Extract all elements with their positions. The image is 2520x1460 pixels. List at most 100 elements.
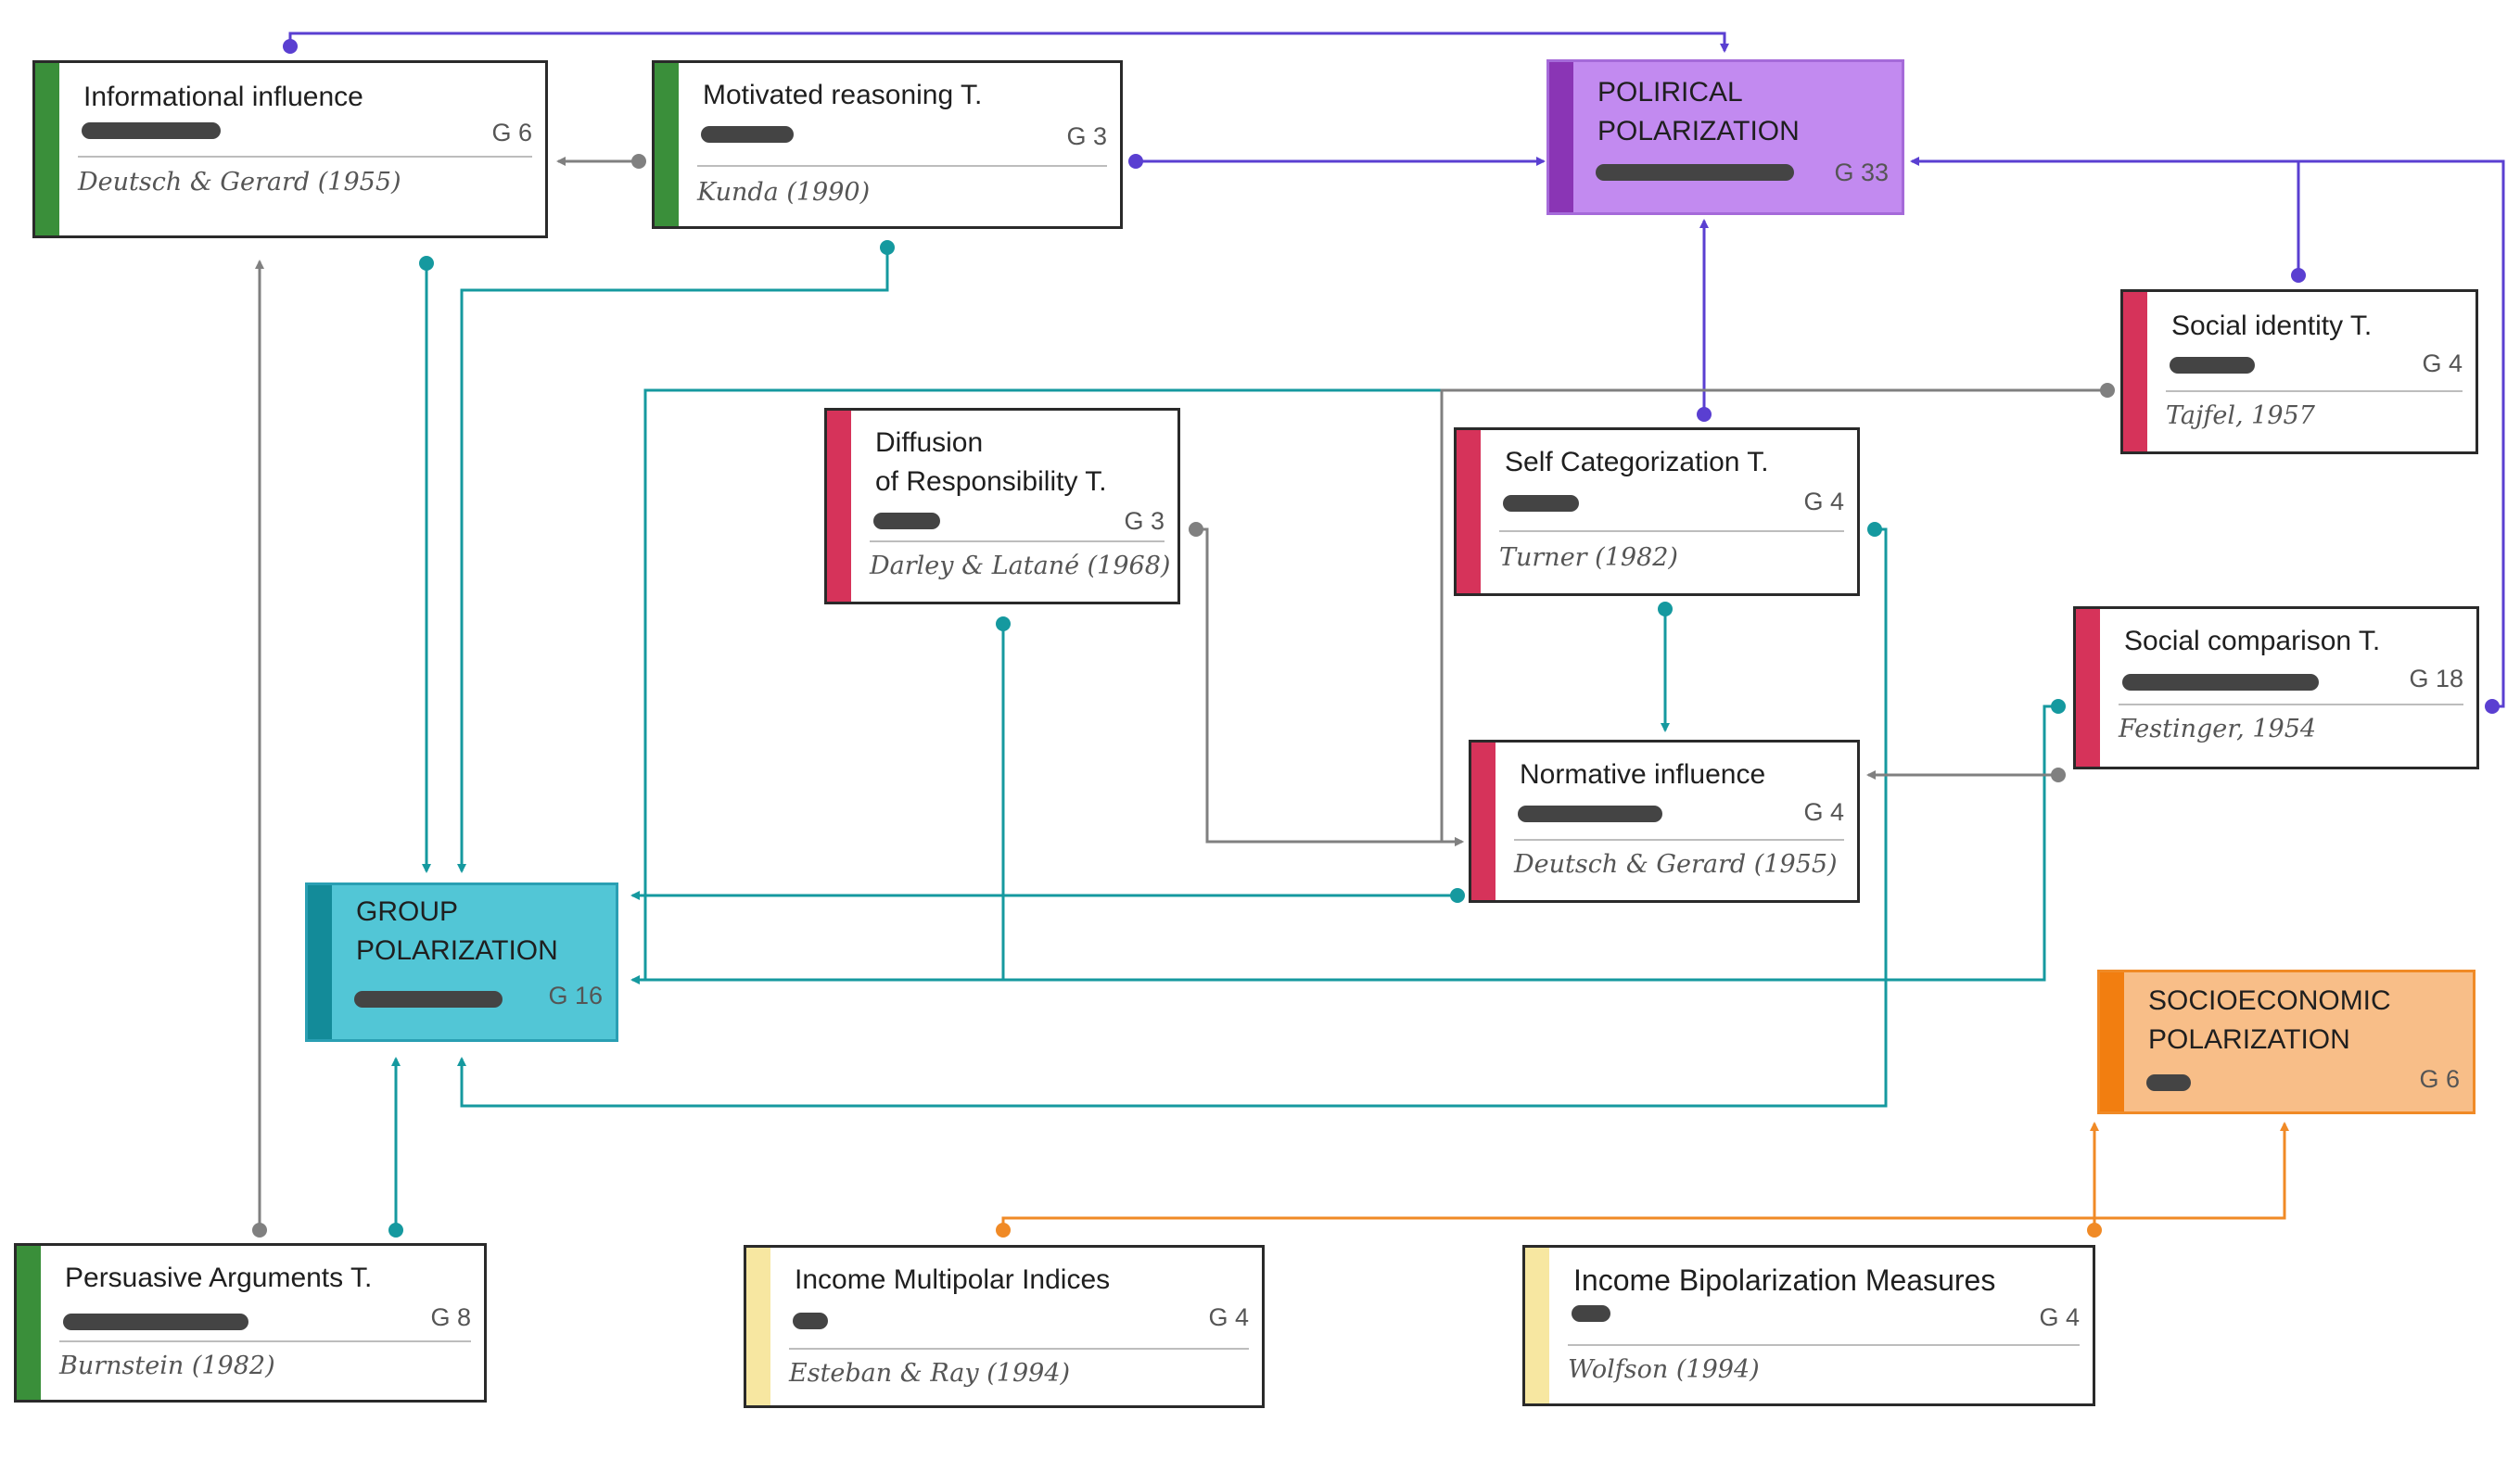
node-citation: Kunda (1990) xyxy=(697,178,871,207)
node-divider xyxy=(2166,390,2463,392)
node-citation: Deutsch & Gerard (1955) xyxy=(1514,850,1838,879)
node-count: G 33 xyxy=(1834,159,1889,186)
node-count: G 6 xyxy=(491,119,532,146)
node-citation: Wolfson (1994) xyxy=(1568,1355,1760,1384)
node-divider xyxy=(2119,704,2463,705)
weight-bar xyxy=(1596,164,1794,181)
node-socioeconomic-polarization[interactable]: SOCIOECONOMIC POLARIZATION G 6 xyxy=(2097,970,2475,1114)
node-divider xyxy=(697,165,1107,167)
node-citation: Esteban & Ray (1994) xyxy=(789,1359,1071,1388)
node-accent xyxy=(1549,62,1573,212)
link-dot xyxy=(1867,522,1882,537)
node-title: Motivated reasoning T. xyxy=(703,80,983,110)
weight-bar xyxy=(873,513,940,529)
node-accent xyxy=(35,63,59,235)
weight-bar xyxy=(63,1314,248,1330)
link-dot xyxy=(1658,602,1673,616)
node-count: G 3 xyxy=(1066,122,1107,150)
node-count: G 4 xyxy=(2422,349,2463,377)
weight-bar xyxy=(2122,674,2319,691)
weight-bar xyxy=(701,126,794,143)
link-dot xyxy=(419,256,434,271)
node-persuasive-arguments[interactable]: Persuasive Arguments T. G 8 Burnstein (1… xyxy=(14,1243,487,1403)
node-title: GROUP POLARIZATION xyxy=(356,896,558,966)
node-political-polarization[interactable]: POLIRICAL POLARIZATION G 33 xyxy=(1546,59,1904,215)
node-citation: Turner (1982) xyxy=(1499,543,1678,572)
link-dot xyxy=(2051,768,2066,782)
link-socialidentity-to-group xyxy=(630,388,1442,984)
node-accent xyxy=(2076,609,2100,767)
node-title: Self Categorization T. xyxy=(1505,447,1769,477)
node-title: Diffusion of Responsibility T. xyxy=(875,427,1107,497)
node-divider xyxy=(1514,839,1844,841)
link-dot xyxy=(2087,1223,2102,1238)
weight-bar xyxy=(1518,806,1662,822)
node-title: Normative influence xyxy=(1520,759,1766,790)
weight-bar xyxy=(793,1313,828,1329)
link-dot xyxy=(1189,522,1203,537)
weight-bar xyxy=(354,991,503,1008)
node-title: Social comparison T. xyxy=(2124,626,2381,656)
node-accent xyxy=(2100,972,2124,1111)
node-count: G 4 xyxy=(1803,798,1844,826)
node-title: POLIRICAL POLARIZATION xyxy=(1597,77,1800,146)
node-count: G 8 xyxy=(430,1303,471,1331)
node-group-polarization[interactable]: GROUP POLARIZATION G 16 xyxy=(305,882,618,1042)
link-dot xyxy=(252,1223,267,1238)
node-informational-influence[interactable]: Informational influence G 6 Deutsch & Ge… xyxy=(32,60,548,238)
node-divider xyxy=(78,156,532,158)
node-citation: Tajfel, 1957 xyxy=(2166,401,2315,430)
node-count: G 16 xyxy=(548,982,603,1009)
link-dot xyxy=(996,1223,1011,1238)
weight-bar xyxy=(2146,1074,2191,1091)
node-title: Persuasive Arguments T. xyxy=(65,1263,373,1293)
node-self-categorization[interactable]: Self Categorization T. G 4 Turner (1982) xyxy=(1454,427,1860,596)
node-count: G 18 xyxy=(2409,665,2463,692)
link-dot xyxy=(283,39,298,54)
node-divider xyxy=(59,1340,471,1342)
link-dot xyxy=(1450,888,1465,903)
node-accent xyxy=(2123,292,2147,451)
link-informational-to-political xyxy=(288,32,1729,53)
node-title: Informational influence xyxy=(83,82,363,112)
node-accent xyxy=(17,1246,41,1400)
node-normative-influence[interactable]: Normative influence G 4 Deutsch & Gerard… xyxy=(1469,740,1860,903)
node-divider xyxy=(870,540,1165,542)
node-citation: Festinger, 1954 xyxy=(2119,715,2317,743)
node-accent xyxy=(308,885,332,1039)
node-count: G 3 xyxy=(1124,507,1165,535)
link-dot xyxy=(631,154,646,169)
link-dot xyxy=(1697,407,1712,422)
weight-bar xyxy=(1503,495,1579,512)
node-income-bipolarization[interactable]: Income Bipolarization Measures G 4 Wolfs… xyxy=(1522,1245,2095,1406)
node-social-comparison[interactable]: Social comparison T. G 18 Festinger, 195… xyxy=(2073,606,2479,769)
node-accent xyxy=(1471,743,1495,900)
node-accent xyxy=(1457,430,1481,593)
node-accent xyxy=(746,1248,770,1405)
node-accent xyxy=(827,411,851,602)
node-accent xyxy=(655,63,679,226)
node-citation: Darley & Latané (1968) xyxy=(870,552,1171,580)
node-social-identity[interactable]: Social identity T. G 4 Tajfel, 1957 xyxy=(2120,289,2478,454)
node-motivated-reasoning[interactable]: Motivated reasoning T. G 3 Kunda (1990) xyxy=(652,60,1123,229)
node-income-multipolar[interactable]: Income Multipolar Indices G 4 Esteban & … xyxy=(744,1245,1265,1408)
link-dot xyxy=(1128,154,1143,169)
node-count: G 6 xyxy=(2419,1065,2460,1093)
node-diffusion-responsibility[interactable]: Diffusion of Responsibility T. G 3 Darle… xyxy=(824,408,1180,604)
link-multipolar-to-socioeconomic xyxy=(1001,1122,2289,1230)
node-title: Social identity T. xyxy=(2171,311,2373,341)
node-title: Income Multipolar Indices xyxy=(795,1264,1111,1295)
weight-bar xyxy=(82,122,221,139)
link-dot xyxy=(2051,699,2066,714)
weight-bar xyxy=(1572,1305,1610,1322)
node-citation: Burnstein (1982) xyxy=(59,1352,275,1380)
weight-bar xyxy=(2170,357,2255,374)
node-divider xyxy=(1499,530,1844,532)
node-count: G 4 xyxy=(2039,1303,2080,1331)
node-count: G 4 xyxy=(1208,1303,1249,1331)
node-citation: Deutsch & Gerard (1955) xyxy=(78,168,401,197)
link-diffusion-to-normative xyxy=(1196,527,1464,846)
link-dot xyxy=(2485,699,2500,714)
